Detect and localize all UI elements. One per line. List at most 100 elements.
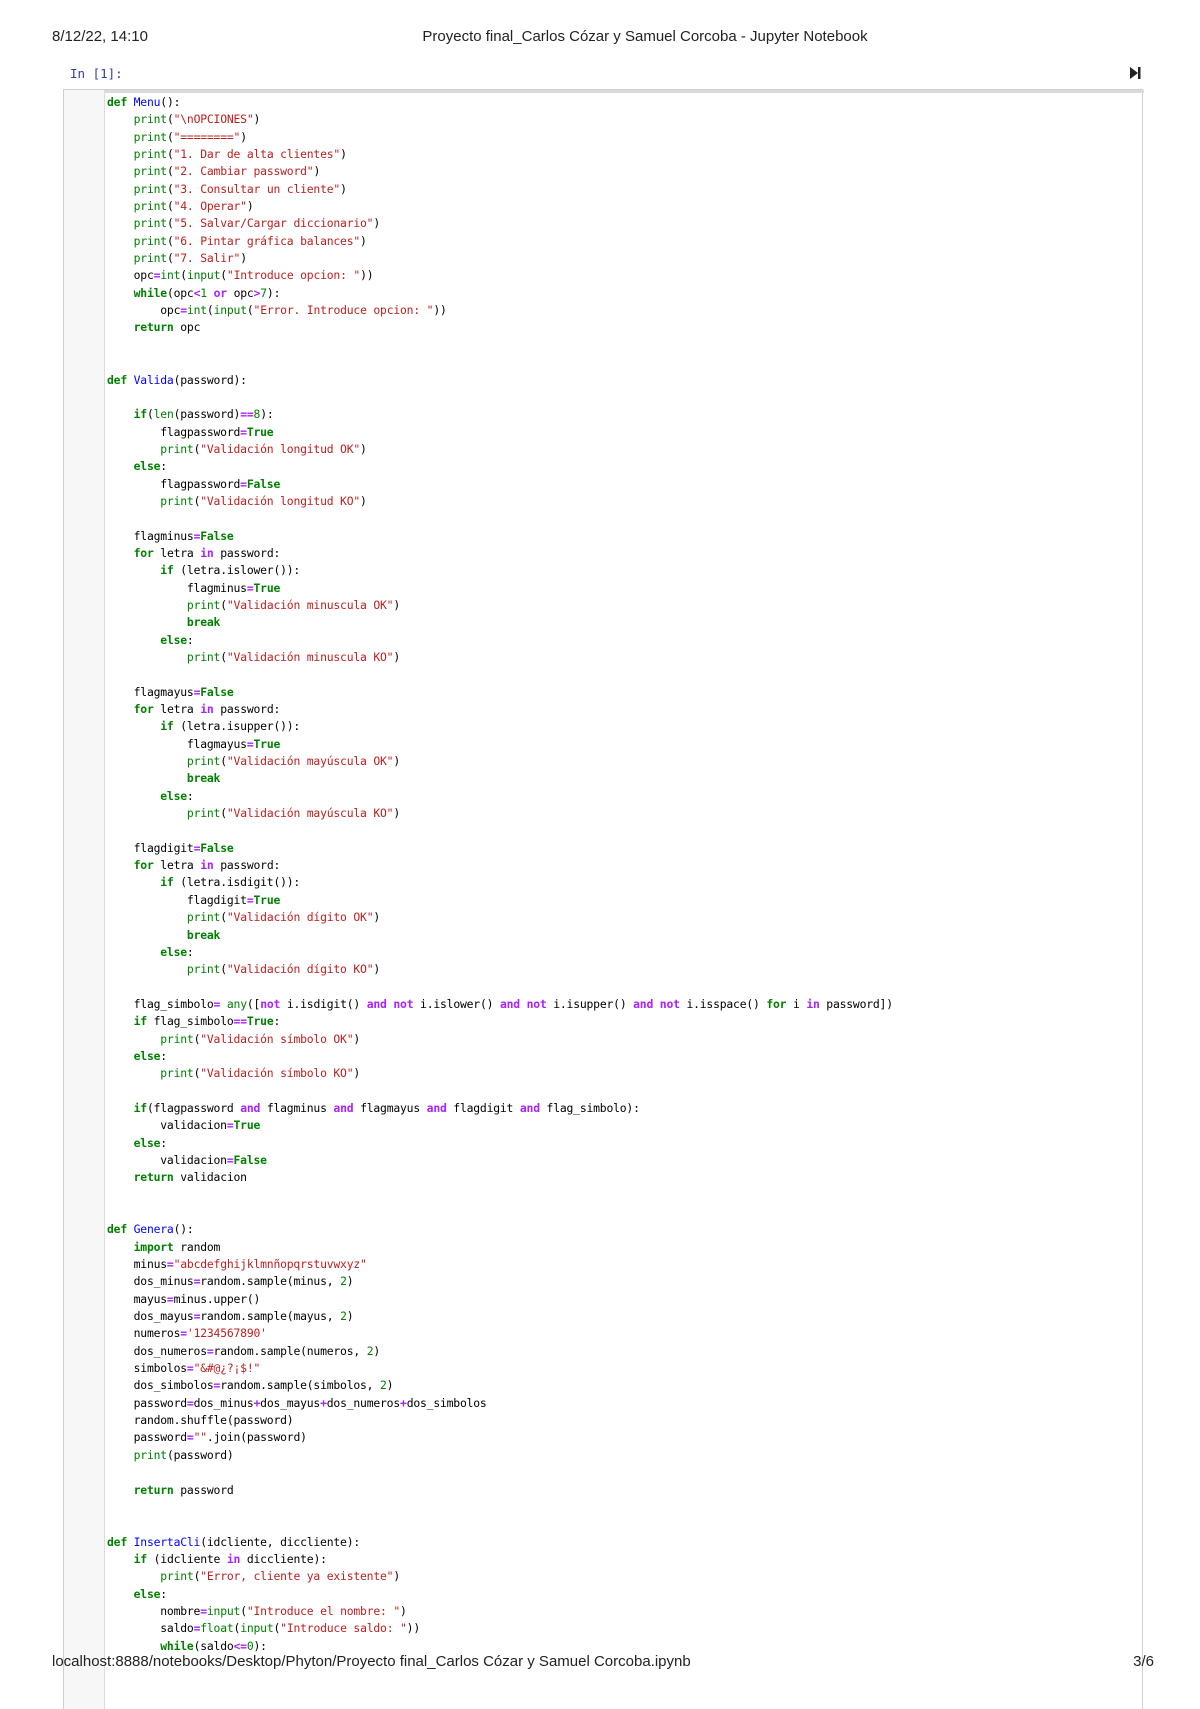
code-token [107, 1552, 134, 1566]
code-token: dos_numeros [107, 1343, 207, 1358]
code-line: opc=int(input("Introduce opcion: ")) [107, 267, 893, 284]
code-token: flagminus [107, 580, 247, 595]
code-token: <= [233, 1638, 248, 1653]
code-token: print [186, 806, 221, 821]
code-token: i [786, 996, 807, 1011]
code-token: = [240, 424, 247, 439]
code-token: = [180, 1326, 187, 1341]
code-token: ( [220, 597, 227, 612]
code-token: random.sample(mayus, [200, 1309, 341, 1324]
code-token: dos_simbolos [107, 1378, 214, 1393]
code-token [107, 754, 187, 768]
code-line: opc=int(input("Error. Introduce opcion: … [107, 302, 893, 319]
code-token: ( [193, 1031, 201, 1046]
code-token: ( [193, 441, 201, 456]
code-token: float [200, 1621, 234, 1636]
code-line: print("Validación símbolo KO") [107, 1065, 893, 1082]
code-token: ) [400, 1603, 407, 1618]
code-line [107, 1516, 893, 1533]
code-block[interactable]: def Menu(): print("\nOPCIONES") print("=… [107, 94, 893, 1655]
code-line: for letra in password: [107, 701, 893, 718]
code-token: True [253, 892, 281, 907]
code-cell[interactable] [63, 89, 1144, 1709]
input-prompt: In [1]: [70, 66, 123, 81]
code-token: not [393, 996, 414, 1011]
code-token: mayus [107, 1291, 167, 1306]
code-line [107, 1464, 893, 1481]
code-line: print("Validación mayúscula OK") [107, 753, 893, 770]
code-token [107, 928, 187, 942]
code-token [107, 1032, 160, 1046]
code-token: if [160, 563, 174, 578]
code-line: flagpassword=True [107, 424, 893, 441]
code-token: dos_mayus [260, 1395, 321, 1410]
code-token: 2 [340, 1274, 347, 1289]
code-token: "Introduce el nombre: " [246, 1603, 400, 1618]
code-token: == [233, 1014, 248, 1029]
code-token [107, 1569, 160, 1583]
code-token: < [193, 285, 201, 300]
code-token [107, 251, 134, 265]
code-token: "2. Cambiar password" [173, 164, 314, 179]
code-token: = [200, 1603, 207, 1618]
skip-to-end-icon[interactable] [1128, 66, 1142, 80]
code-token: simbolos [107, 1361, 187, 1376]
code-token [107, 633, 160, 647]
code-token: True [253, 736, 281, 751]
code-line: return opc [107, 319, 893, 336]
code-token: ( [220, 754, 227, 769]
code-token: else [133, 459, 161, 474]
code-line: password=dos_minus+dos_mayus+dos_numeros… [107, 1395, 893, 1412]
code-token: "" [193, 1430, 208, 1445]
code-token: validacion [107, 1118, 227, 1133]
code-token: def [107, 372, 134, 387]
code-token: if [160, 875, 174, 890]
code-token: break [186, 771, 221, 786]
code-token: ): [253, 1638, 268, 1653]
code-token: if [133, 407, 148, 422]
code-token: dos_minus [193, 1395, 254, 1410]
code-token: letra [153, 702, 201, 717]
code-line [107, 1499, 893, 1516]
code-token: opc [107, 268, 154, 283]
code-token: ) [346, 1274, 354, 1289]
code-line: print("6. Pintar gráfica balances") [107, 233, 893, 250]
code-token: (saldo [193, 1638, 234, 1653]
code-token: (password) [166, 1447, 234, 1462]
code-token: (password): [173, 372, 247, 387]
code-token: = [246, 580, 254, 595]
code-line [107, 510, 893, 527]
code-token: "Validación símbolo KO" [200, 1066, 354, 1081]
code-line: def Genera(): [107, 1221, 893, 1238]
code-token: if [133, 1014, 148, 1029]
code-token: random [173, 1239, 221, 1254]
code-line: def Menu(): [107, 94, 893, 111]
code-token: = [226, 1118, 234, 1133]
code-token [107, 1587, 134, 1601]
code-token: flagmayus [353, 1100, 427, 1115]
code-token: 7 [260, 285, 267, 300]
code-token [107, 199, 134, 213]
code-line: print("7. Salir") [107, 250, 893, 267]
code-token: (): [173, 1222, 194, 1237]
code-editor-area[interactable] [105, 93, 1142, 1709]
code-token: password: [213, 702, 281, 717]
code-token: return [133, 1482, 174, 1497]
code-line: dos_numeros=random.sample(numeros, 2) [107, 1343, 893, 1360]
code-line: print("Validación símbolo OK") [107, 1031, 893, 1048]
code-token: "Validación dígito KO" [226, 962, 374, 977]
code-token: "========" [173, 129, 241, 144]
code-token: dos_minus [107, 1274, 194, 1289]
code-line: validacion=False [107, 1152, 893, 1169]
code-token: random.sample(numeros, [213, 1343, 367, 1358]
code-line: print("Validación longitud KO") [107, 493, 893, 510]
code-token: random.sample(simbolos, [220, 1378, 380, 1393]
code-token: validacion [107, 1152, 227, 1167]
code-token: (letra.isupper()): [173, 719, 301, 734]
code-token [107, 286, 134, 300]
code-token: ( [166, 216, 174, 231]
code-token: : [273, 1014, 281, 1029]
code-token: flagminus [107, 528, 194, 543]
code-token: True [253, 580, 281, 595]
code-token [107, 130, 134, 144]
